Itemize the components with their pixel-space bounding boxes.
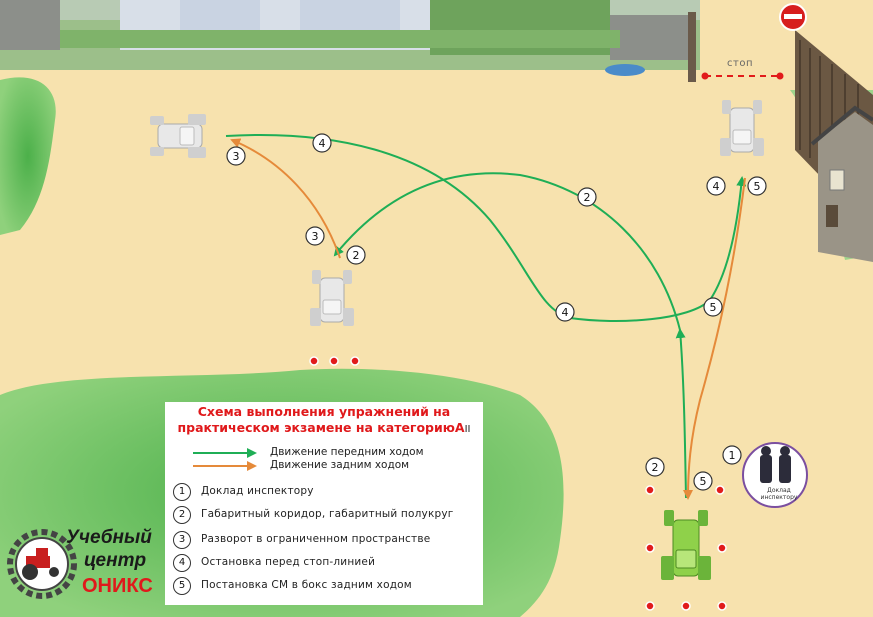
route-marker-label: 3 <box>233 150 240 163</box>
house <box>810 105 873 262</box>
logo-line3: ОНИКС <box>82 575 153 597</box>
logo-line2: центр <box>84 550 147 571</box>
inspector-badge <box>742 442 808 508</box>
legend-text-3: Разворот в ограниченном пространстве <box>201 533 431 545</box>
legend-text-4: Остановка перед стоп-линией <box>201 556 376 568</box>
route-marker-m2-mid: 2 <box>346 245 366 265</box>
logo-line1: Учебный <box>66 527 152 548</box>
route-marker-m2-start: 2 <box>645 457 665 477</box>
legend-text-2: Габаритный коридор, габаритный полукруг <box>201 508 454 520</box>
legend-title-suffix: II <box>464 424 471 435</box>
stop-label: стоп <box>727 58 753 69</box>
legend-title-line1: Схема выполнения упражнений на <box>197 404 451 419</box>
legend-reverse-label: Движение задним ходом <box>270 459 410 471</box>
route-marker-m4-mid: 4 <box>555 302 575 322</box>
legend-forward-label: Движение передним ходом <box>270 446 424 458</box>
inspector-label: Доклад инспектору <box>760 487 798 501</box>
route-marker-label: 4 <box>562 306 569 319</box>
route-marker-label: 3 <box>312 230 319 243</box>
cones <box>309 356 727 611</box>
legend-num-4: 4 <box>173 554 191 572</box>
route-marker-label: 5 <box>700 475 707 488</box>
tractor-middle <box>310 270 354 326</box>
stop-cones <box>701 72 784 80</box>
legend-num-3: 3 <box>173 531 191 549</box>
route-marker-m5-start: 5 <box>693 471 713 491</box>
route-marker-label: 2 <box>584 191 591 204</box>
route-marker-label: 5 <box>754 180 761 193</box>
route-marker-m3-mid: 3 <box>305 226 325 246</box>
grass-top-left <box>0 77 56 235</box>
route-marker-label: 2 <box>353 249 360 262</box>
legend-num-1: 1 <box>173 483 191 501</box>
legend-text-1: Доклад инспектору <box>201 485 314 497</box>
route-marker-m5-stop: 5 <box>747 176 767 196</box>
village-background <box>0 0 700 82</box>
tractor-stop <box>720 100 764 156</box>
legend-panel: Схема выполнения упражнений на практичес… <box>165 402 483 605</box>
route-marker-m1-start: 1 <box>722 445 742 465</box>
legend-num-2: 2 <box>173 506 191 524</box>
legend-text-5: Постановка СМ в бокс задним ходом <box>201 579 412 591</box>
route-markers: 4 3 3 2 2 4 4 5 5 2 5 1 <box>226 133 767 491</box>
legend-num-5: 5 <box>173 577 191 595</box>
logo: Учебный центр ОНИКС <box>6 517 164 607</box>
legend-title-line2: практическом экзамене на категориюAII <box>165 420 483 438</box>
route-marker-label: 4 <box>319 137 326 150</box>
route-marker-label: 1 <box>729 449 736 462</box>
route-marker-label: 5 <box>710 301 717 314</box>
tractor-start <box>661 510 711 580</box>
legend-title-text: практическом экзамене на категориюA <box>177 420 465 435</box>
tractor-top-left <box>150 114 206 158</box>
route-marker-m4-stop: 4 <box>706 176 726 196</box>
route-marker-m4-top: 4 <box>312 133 332 153</box>
no-entry-sign <box>779 3 807 31</box>
route-marker-m5-right: 5 <box>703 297 723 317</box>
logo-gear <box>7 529 77 599</box>
route-marker-label: 4 <box>713 180 720 193</box>
route-marker-label: 2 <box>652 461 659 474</box>
legend-arrows <box>193 448 257 471</box>
route-marker-m3-left: 3 <box>226 146 246 166</box>
reverse-path <box>230 138 746 500</box>
route-marker-m2-right: 2 <box>577 187 597 207</box>
